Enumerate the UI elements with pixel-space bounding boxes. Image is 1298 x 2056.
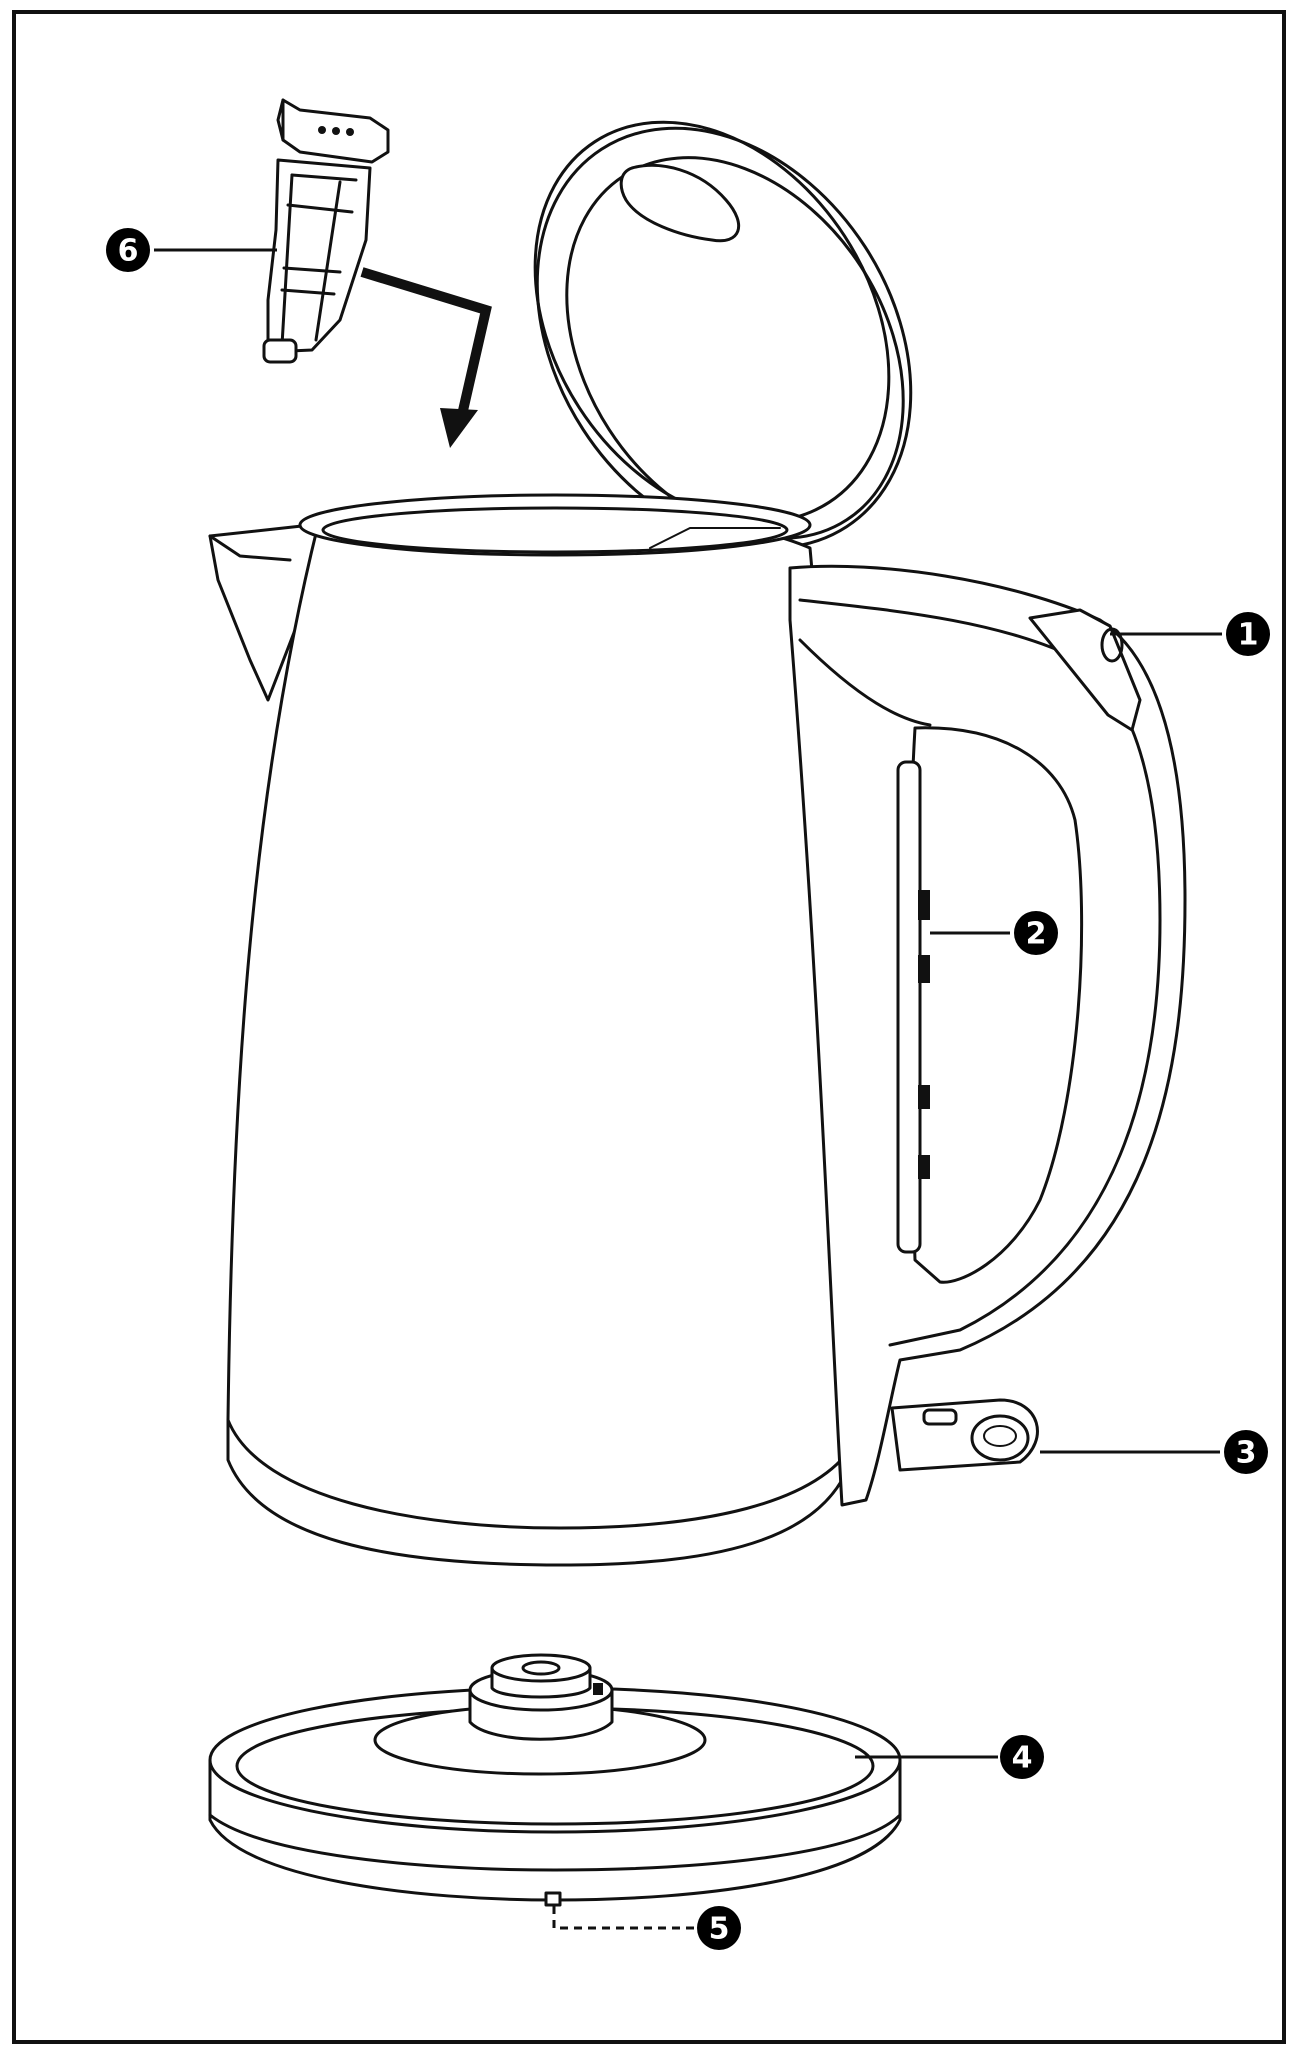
callout-4-label: 4: [1012, 1741, 1033, 1776]
limescale-filter: [262, 98, 390, 364]
callout-5: 5: [697, 1906, 741, 1950]
callout-2: 2: [1014, 911, 1058, 955]
diagram-frame: [12, 10, 1286, 2044]
callout-6: 6: [106, 228, 150, 272]
callout-4: 4: [1000, 1735, 1044, 1779]
kettle-handle: [788, 564, 1187, 1507]
callout-3-label: 3: [1236, 1436, 1257, 1471]
callout-3: 3: [1224, 1430, 1268, 1474]
insert-arrow: [360, 267, 492, 448]
callout-6-label: 6: [118, 234, 139, 269]
leader-5: [552, 1906, 695, 1930]
power-base: [208, 1653, 902, 1907]
callout-5-label: 5: [709, 1912, 730, 1947]
callout-2-label: 2: [1026, 917, 1047, 952]
callout-1-label: 1: [1238, 618, 1259, 653]
kettle-body: [208, 493, 858, 1567]
callout-1: 1: [1226, 612, 1270, 656]
